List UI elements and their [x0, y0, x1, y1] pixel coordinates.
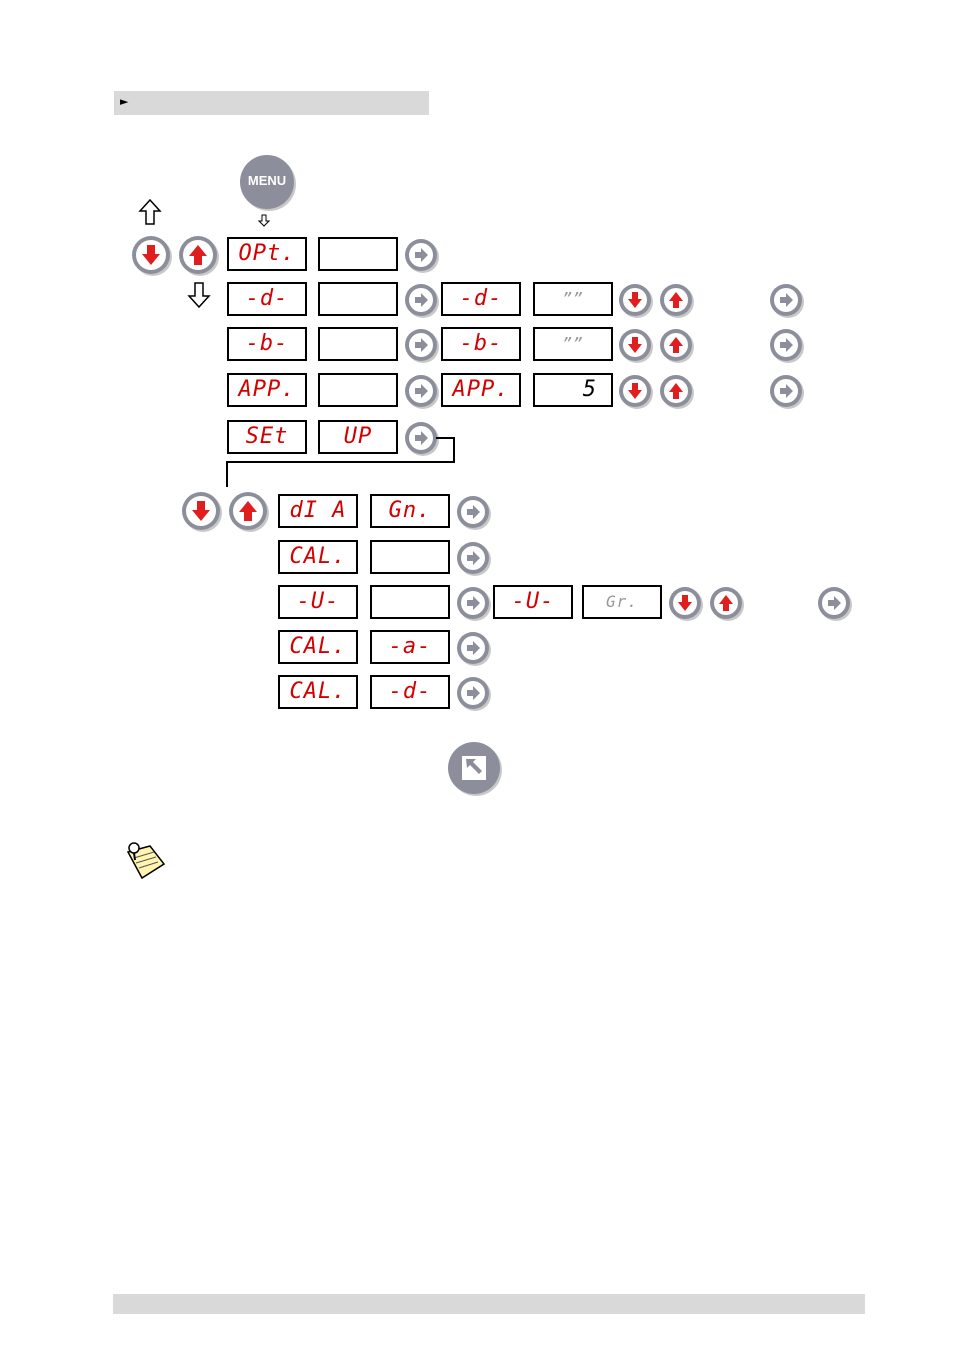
enter-button[interactable] — [457, 542, 489, 574]
down-arrow-icon — [182, 492, 220, 530]
section-marker: ► — [120, 95, 128, 108]
display-app-value: 5 — [533, 373, 613, 407]
connector-line — [226, 461, 455, 487]
up-arrow-icon — [710, 587, 742, 619]
display-dia: dI A — [278, 494, 358, 528]
enter-arrow-icon — [770, 329, 802, 361]
up-button[interactable] — [660, 284, 692, 316]
up-button[interactable] — [660, 375, 692, 407]
display-blank-1 — [318, 237, 398, 271]
note-icon — [120, 838, 168, 882]
enter-arrow-icon — [818, 587, 850, 619]
display-u-sub: -U- — [493, 585, 573, 619]
display-cal: CAL. — [278, 540, 358, 574]
down-arrow-icon — [619, 375, 651, 407]
display-up: UP — [318, 420, 398, 454]
enter-arrow-icon — [405, 375, 437, 407]
display-gr: Gr. — [582, 585, 662, 619]
enter-button[interactable] — [818, 587, 850, 619]
up-arrow-icon — [660, 284, 692, 316]
escape-button[interactable] — [448, 742, 500, 794]
display-blank-4 — [318, 373, 398, 407]
display-gn: Gn. — [370, 494, 450, 528]
enter-arrow-icon — [405, 422, 437, 454]
up-button[interactable] — [229, 492, 267, 530]
display-b-value: ”” — [533, 327, 613, 361]
display-blank-2 — [318, 282, 398, 316]
small-down-arrow-icon — [258, 214, 270, 228]
menu-button-label: MENU — [240, 173, 294, 188]
down-button[interactable] — [132, 236, 170, 274]
up-arrow-icon — [229, 492, 267, 530]
menu-button[interactable]: MENU — [240, 155, 294, 209]
enter-arrow-icon — [457, 677, 489, 709]
enter-button[interactable] — [457, 677, 489, 709]
up-arrow-icon — [179, 236, 217, 274]
enter-arrow-icon — [405, 239, 437, 271]
enter-button[interactable] — [405, 329, 437, 361]
enter-arrow-icon — [770, 375, 802, 407]
display-opt: OPt. — [227, 237, 307, 271]
enter-button[interactable] — [405, 422, 437, 454]
display-a: -a- — [370, 630, 450, 664]
enter-arrow-icon — [457, 587, 489, 619]
down-button[interactable] — [619, 329, 651, 361]
enter-button[interactable] — [457, 496, 489, 528]
enter-arrow-icon — [457, 496, 489, 528]
display-app: APP. — [227, 373, 307, 407]
down-arrow-icon — [619, 284, 651, 316]
enter-arrow-icon — [770, 284, 802, 316]
display-app-sub: APP. — [441, 373, 521, 407]
up-arrow-icon — [660, 375, 692, 407]
display-set: SEt — [227, 420, 307, 454]
display-blank-5 — [370, 540, 450, 574]
escape-arrow-icon — [448, 742, 500, 794]
enter-button[interactable] — [770, 329, 802, 361]
footer-bar — [113, 1294, 865, 1314]
display-cal: CAL. — [278, 675, 358, 709]
down-arrow-icon — [132, 236, 170, 274]
enter-button[interactable] — [405, 284, 437, 316]
outline-down-arrow-icon — [187, 281, 211, 309]
down-button[interactable] — [619, 375, 651, 407]
connector-line — [436, 437, 455, 463]
display-b-sub: -b- — [441, 327, 521, 361]
enter-button[interactable] — [405, 375, 437, 407]
outline-up-arrow-icon — [138, 198, 162, 226]
down-arrow-icon — [669, 587, 701, 619]
enter-button[interactable] — [457, 587, 489, 619]
enter-button[interactable] — [457, 632, 489, 664]
down-button[interactable] — [669, 587, 701, 619]
display-b: -b- — [227, 327, 307, 361]
display-blank-3 — [318, 327, 398, 361]
down-arrow-icon — [619, 329, 651, 361]
enter-arrow-icon — [457, 542, 489, 574]
display-u: -U- — [278, 585, 358, 619]
up-arrow-icon — [660, 329, 692, 361]
enter-button[interactable] — [770, 375, 802, 407]
up-button[interactable] — [660, 329, 692, 361]
enter-button[interactable] — [405, 239, 437, 271]
enter-arrow-icon — [457, 632, 489, 664]
display-d: -d- — [227, 282, 307, 316]
display-d-sub: -d- — [441, 282, 521, 316]
enter-arrow-icon — [405, 284, 437, 316]
down-button[interactable] — [182, 492, 220, 530]
display-cal: CAL. — [278, 630, 358, 664]
section-header-bar: ► — [114, 91, 429, 115]
down-button[interactable] — [619, 284, 651, 316]
display-d-value: ”” — [533, 282, 613, 316]
up-button[interactable] — [710, 587, 742, 619]
display-d-sub: -d- — [370, 675, 450, 709]
enter-button[interactable] — [770, 284, 802, 316]
up-button[interactable] — [179, 236, 217, 274]
display-blank-6 — [370, 585, 450, 619]
enter-arrow-icon — [405, 329, 437, 361]
